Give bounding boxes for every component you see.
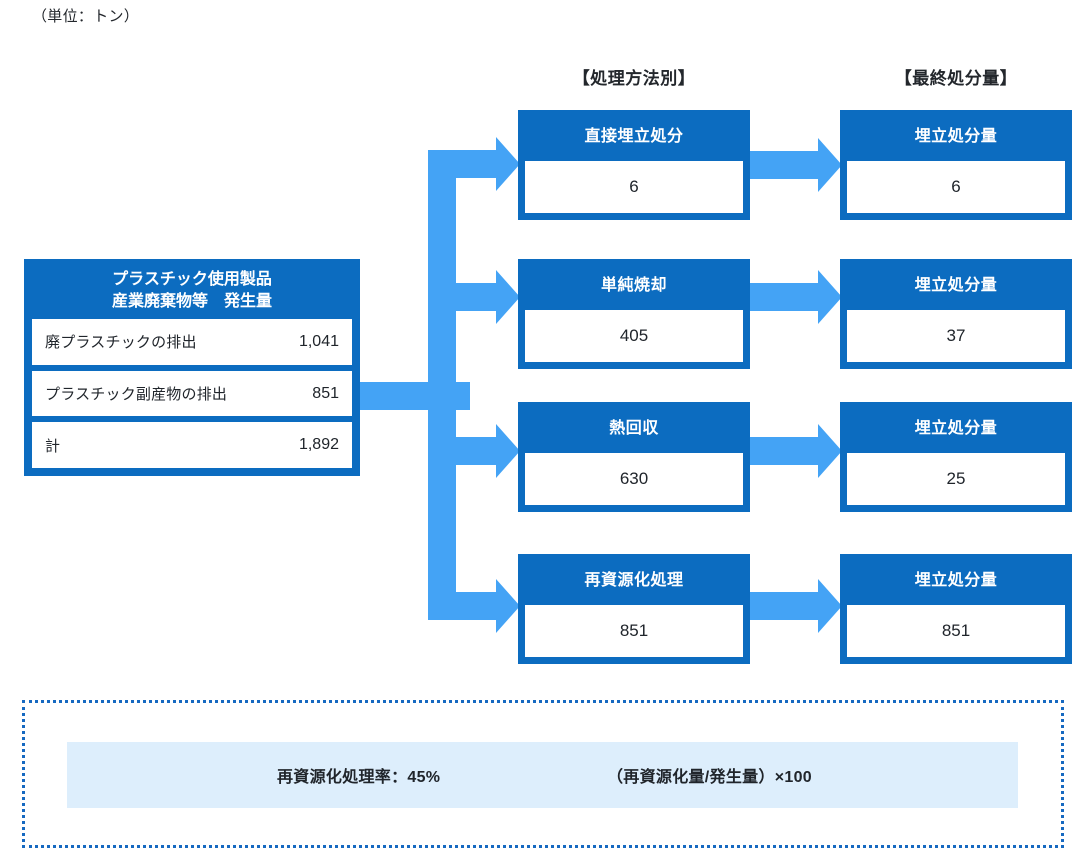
method-node-title: 直接埋立処分 bbox=[584, 128, 684, 145]
final-node-value: 851 bbox=[847, 605, 1065, 657]
final-node-title: 埋立処分量 bbox=[914, 277, 998, 294]
method-node-value: 405 bbox=[525, 310, 743, 362]
method-node-2: 単純焼却 405 bbox=[518, 259, 750, 369]
final-node-title: 埋立処分量 bbox=[914, 420, 998, 437]
note-panel: 再資源化処理率：45% （再資源化量/発生量）×100 bbox=[67, 742, 1018, 808]
final-node-2: 埋立処分量 37 bbox=[840, 259, 1072, 369]
table-row: 廃プラスチックの排出 1,041 bbox=[32, 319, 352, 365]
final-node-3: 埋立処分量 25 bbox=[840, 402, 1072, 512]
source-row-label: 計 bbox=[45, 437, 61, 455]
recycle-rate-text: 再資源化処理率：45% bbox=[277, 769, 441, 786]
method-node-value: 6 bbox=[525, 161, 743, 213]
source-box-title: プラスチック使用製品 産業廃棄物等 発生量 bbox=[111, 271, 272, 310]
final-node-1: 埋立処分量 6 bbox=[840, 110, 1072, 220]
method-node-value: 630 bbox=[525, 453, 743, 505]
source-row-value: 1,041 bbox=[298, 332, 339, 350]
final-node-title: 埋立処分量 bbox=[914, 128, 998, 145]
source-box: プラスチック使用製品 産業廃棄物等 発生量 廃プラスチックの排出 1,041 プ… bbox=[24, 259, 360, 476]
column-header-method: 【処理方法別】 bbox=[572, 69, 696, 88]
final-node-value: 25 bbox=[847, 453, 1065, 505]
unit-label: （単位：トン） bbox=[32, 8, 140, 25]
method-node-title: 再資源化処理 bbox=[584, 572, 684, 589]
source-row-value: 1,892 bbox=[298, 436, 339, 454]
recycle-formula-text: （再資源化量/発生量）×100 bbox=[607, 769, 812, 786]
method-node-3: 熱回収 630 bbox=[518, 402, 750, 512]
source-row-value: 851 bbox=[312, 384, 339, 402]
method-node-title: 単純焼却 bbox=[600, 277, 667, 294]
method-node-title: 熱回収 bbox=[609, 420, 659, 437]
final-node-title: 埋立処分量 bbox=[914, 572, 998, 589]
column-header-final: 【最終処分量】 bbox=[894, 69, 1018, 88]
table-row: 計 1,892 bbox=[32, 422, 352, 469]
method-node-1: 直接埋立処分 6 bbox=[518, 110, 750, 220]
final-node-value: 37 bbox=[847, 310, 1065, 362]
source-row-label: プラスチック副産物の排出 bbox=[45, 386, 228, 404]
note-dotted-frame bbox=[22, 700, 1064, 848]
source-box-rows: 廃プラスチックの排出 1,041 プラスチック副産物の排出 851 計 1,89… bbox=[32, 319, 352, 469]
method-node-4: 再資源化処理 851 bbox=[518, 554, 750, 664]
source-row-label: 廃プラスチックの排出 bbox=[45, 334, 197, 352]
method-node-value: 851 bbox=[525, 605, 743, 657]
final-node-value: 6 bbox=[847, 161, 1065, 213]
final-node-4: 埋立処分量 851 bbox=[840, 554, 1072, 664]
table-row: プラスチック副産物の排出 851 bbox=[32, 370, 352, 417]
